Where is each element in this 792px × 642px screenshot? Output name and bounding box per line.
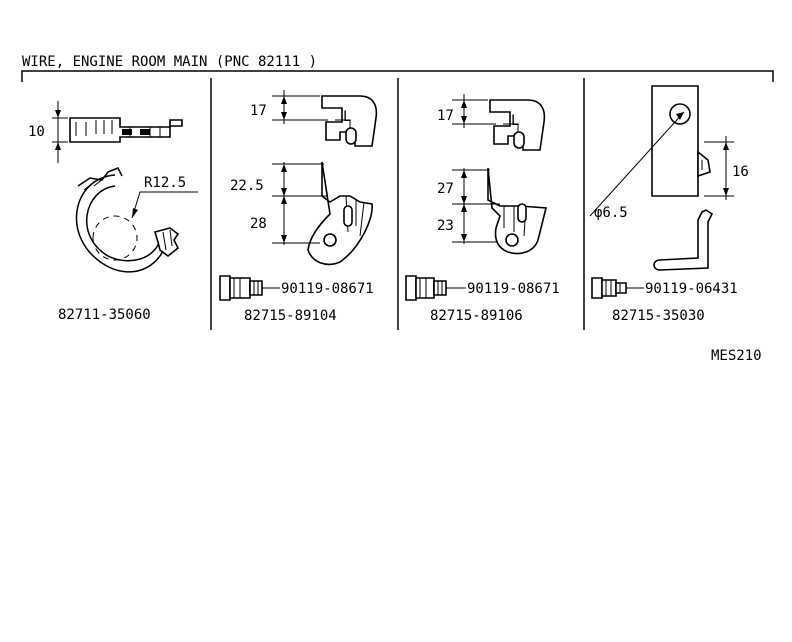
mark-L-89106: L bbox=[511, 113, 519, 129]
mark-L-89104: L bbox=[343, 109, 351, 125]
dim-clamp-radius: R12.5 bbox=[144, 175, 186, 191]
part-number-89106: 82715-89106 bbox=[430, 308, 523, 324]
diagram-title: WIRE, ENGINE ROOM MAIN (PNC 82111 ) bbox=[22, 54, 317, 70]
clamp-82711-35060 bbox=[52, 101, 198, 273]
bolt-number-89104: 90119-08671 bbox=[281, 281, 374, 297]
dim-35030-height: 16 bbox=[732, 164, 749, 180]
bracket-82715-35030 bbox=[589, 85, 734, 299]
bolt-number-35030: 90119-06431 bbox=[645, 281, 738, 297]
dim-89104-mid: 22.5 bbox=[230, 178, 264, 194]
figure-code: MES210 bbox=[711, 348, 762, 364]
dim-clamp-height: 10 bbox=[28, 124, 45, 140]
bracket-82715-89106 bbox=[405, 94, 548, 301]
dim-89104-bottom: 28 bbox=[250, 216, 267, 232]
dim-89104-top: 17 bbox=[250, 103, 267, 119]
dim-35030-diameter: φ6.5 bbox=[594, 205, 628, 221]
part-number-35030: 82715-35030 bbox=[612, 308, 705, 324]
part-number-clamp: 82711-35060 bbox=[58, 307, 151, 323]
bolt-number-89106: 90119-08671 bbox=[467, 281, 560, 297]
title-bracket bbox=[21, 70, 774, 82]
dim-89106-mid: 27 bbox=[437, 181, 454, 197]
part-number-89104: 82715-89104 bbox=[244, 308, 337, 324]
bracket-82715-89104 bbox=[219, 90, 378, 301]
dim-89106-top: 17 bbox=[437, 108, 454, 124]
dim-89106-bottom: 23 bbox=[437, 218, 454, 234]
